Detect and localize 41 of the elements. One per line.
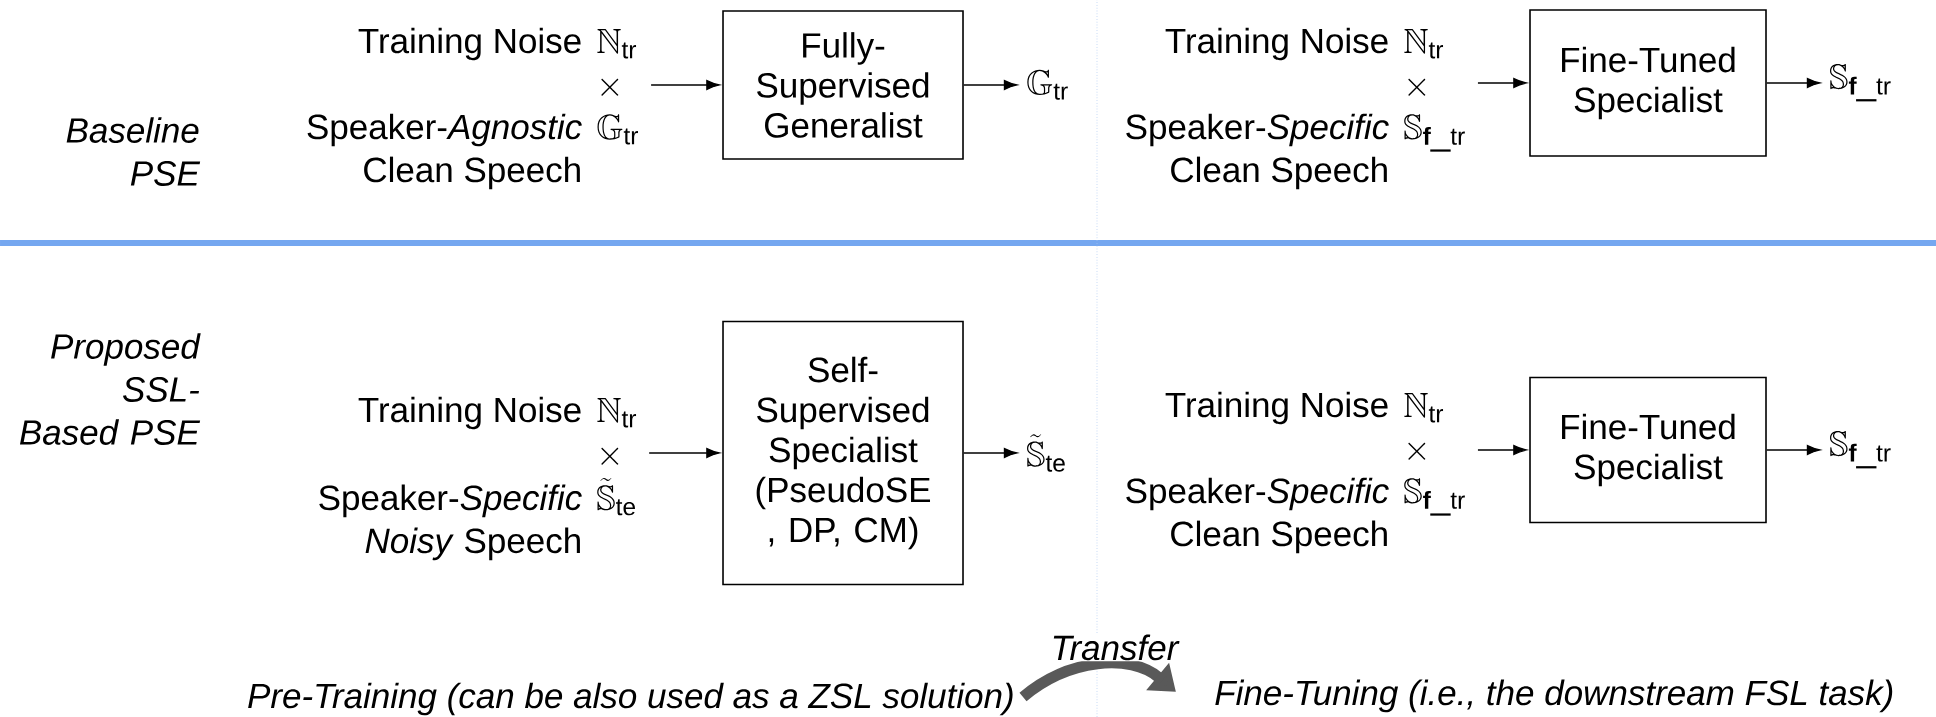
input-label: Speaker-Specific Clean Speech (1126, 477, 1389, 554)
formula: $\mathbb{N}_{\mathrm{tr}}$ (597, 29, 637, 59)
process-box: Fully-Supervised Generalist (722, 10, 964, 160)
arrow (1477, 77, 1527, 89)
formula: $\mathbb{S}_{\mathbf{f}\_\mathrm{tr}}$ (1404, 114, 1465, 152)
times-sign: $\times$ (1408, 442, 1426, 460)
row-label: Proposed SSL-Based PSE (19, 333, 201, 445)
process-box: Fine-Tuned Specialist (1529, 9, 1767, 157)
formula: $\tilde{\mathbb{S}}_{\mathrm{te}}$ (597, 477, 635, 516)
output-formula: $\mathbb{G}_{\mathrm{tr}}$ (1027, 69, 1068, 100)
output-formula: $\tilde{\mathbb{S}}_{\mathrm{te}}$ (1027, 434, 1065, 472)
formula: $\mathbb{N}_{\mathrm{tr}}$ (1404, 393, 1444, 423)
input-label: Speaker-Agnostic Clean Speech (307, 113, 582, 190)
stage-caption: Pre-Training (can be also used as a ZSL solution) (248, 682, 1013, 716)
arrow (1477, 444, 1527, 456)
formula: $\mathbb{N}_{\mathrm{tr}}$ (1404, 29, 1444, 59)
input-label: Training Noise (358, 27, 581, 61)
times-sign: $\times$ (601, 78, 619, 96)
input-label: Training Noise (1165, 27, 1388, 61)
times-sign: $\times$ (601, 447, 619, 465)
arrow (963, 79, 1018, 91)
arrow (1766, 77, 1821, 89)
row-label: Baseline PSE (66, 117, 201, 186)
input-label: Training Noise (358, 396, 581, 430)
times-sign: $\times$ (1408, 78, 1426, 96)
input-label: Speaker-Specific Noisy Speech (319, 484, 582, 561)
formula: $\mathbb{G}_{\mathrm{tr}}$ (597, 114, 638, 145)
process-box: Fine-Tuned Specialist (1529, 376, 1767, 524)
arrow (1766, 444, 1821, 456)
arrow (963, 447, 1018, 459)
output-formula: $\mathbb{S}_{\mathbf{f}\_\mathrm{tr}}$ (1830, 64, 1891, 102)
stage-caption: Fine-Tuning (i.e., the downstream FSL task) (1215, 679, 1893, 713)
edge-label: Transfer (1049, 633, 1180, 662)
formula: $\mathbb{S}_{\mathbf{f}\_\mathrm{tr}}$ (1404, 478, 1465, 516)
process-box: Self-Supervised Specialist (PseudoSE , DP, CM) (722, 320, 964, 586)
input-label: Training Noise (1165, 391, 1388, 425)
formula: $\mathbb{N}_{\mathrm{tr}}$ (597, 398, 637, 428)
output-formula: $\mathbb{S}_{\mathbf{f}\_\mathrm{tr}}$ (1830, 431, 1891, 469)
arrow (650, 79, 720, 91)
arrow (648, 447, 720, 459)
input-label: Speaker-Specific Clean Speech (1126, 113, 1389, 190)
